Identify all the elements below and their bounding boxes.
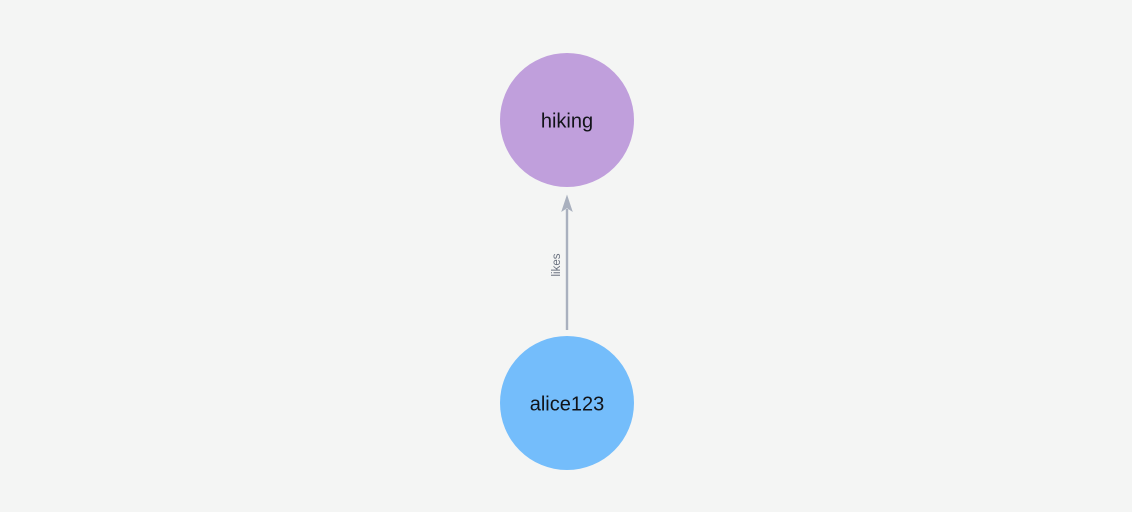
node-hiking[interactable]: hiking (500, 53, 634, 187)
node-group: hiking alice123 (500, 53, 634, 470)
node-hiking-circle (500, 53, 634, 187)
edge-label-likes: likes (551, 253, 563, 276)
arrowhead-icon (561, 194, 573, 212)
node-alice123[interactable]: alice123 (500, 336, 634, 470)
node-alice123-circle (500, 336, 634, 470)
edge-alice123-likes-hiking[interactable]: likes (551, 194, 573, 331)
edge-group: likes (551, 194, 573, 331)
node-hiking-label: hiking (541, 110, 593, 132)
node-alice123-label: alice123 (530, 393, 605, 415)
